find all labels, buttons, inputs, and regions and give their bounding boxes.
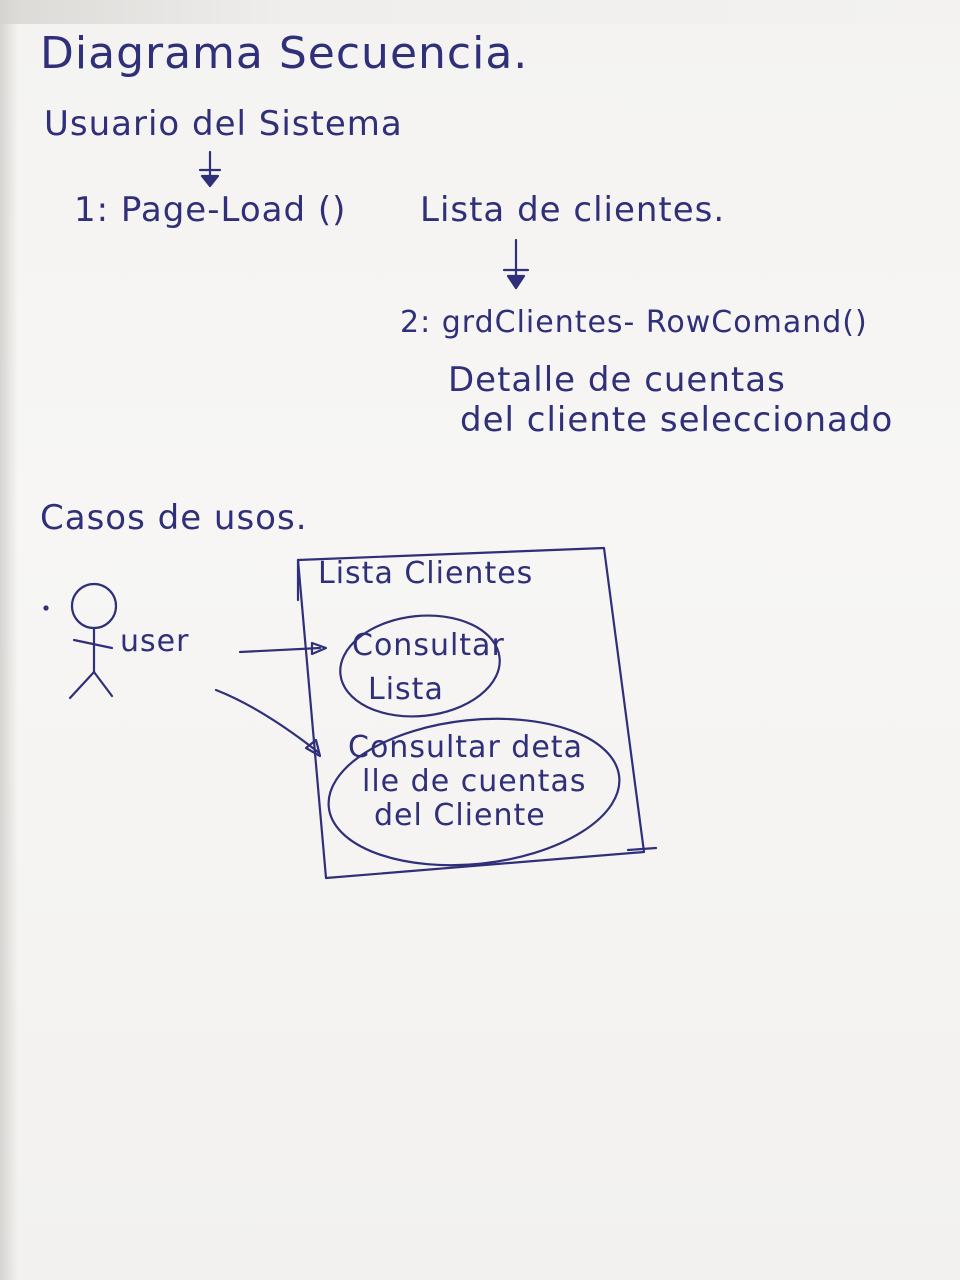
sequence-arrow-2 <box>502 238 530 290</box>
paper-shadow <box>0 0 18 1280</box>
use-case-system-name: Lista Clientes <box>318 556 534 591</box>
association-line-1 <box>238 641 328 656</box>
use-case-title: Casos de usos. <box>40 498 308 538</box>
sequence-step-1: 1: Page-Load () <box>74 190 347 230</box>
use-case-1-line2: Lista <box>368 672 444 707</box>
sequence-step-2-result-line2: del cliente seleccionado <box>460 400 894 440</box>
sequence-actor: Usuario del Sistema <box>44 104 403 144</box>
use-case-1-line1: Consultar <box>352 628 505 663</box>
use-case-2-line3: del Cliente <box>374 798 546 833</box>
use-case-2-line2: lle de cuentas <box>362 764 587 799</box>
use-case-1-ellipse <box>339 614 501 718</box>
sequence-step-2-result-line1: Detalle de cuentas <box>448 360 786 400</box>
paper-edge <box>0 0 960 24</box>
sequence-arrow-1 <box>198 150 222 188</box>
sequence-title: Diagrama Secuencia. <box>40 28 529 79</box>
association-line-2 <box>214 688 322 758</box>
sequence-step-1-result: Lista de clientes. <box>420 190 726 230</box>
use-case-2-line1: Consultar deta <box>348 730 583 765</box>
use-case-2-ellipse <box>327 717 621 867</box>
system-boundary <box>296 546 646 880</box>
actor-stick-figure <box>43 582 118 700</box>
use-case-actor-label: user <box>120 624 190 659</box>
sequence-step-2: 2: grdClientes- RowComand() <box>400 305 868 340</box>
